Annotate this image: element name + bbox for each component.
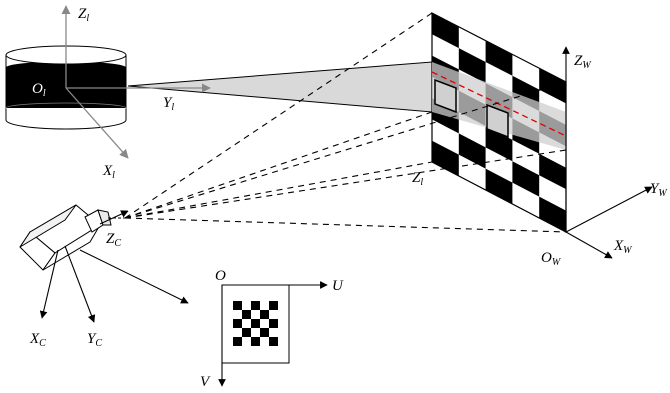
marker-square-1	[434, 78, 457, 114]
image-board-square	[269, 301, 278, 310]
image-board-square	[260, 328, 269, 337]
board-square	[485, 168, 513, 204]
laser-x-label: Xl	[102, 163, 115, 181]
image-checkerboard	[233, 301, 278, 346]
image-u-label: U	[332, 278, 344, 294]
image-board-square	[242, 328, 251, 337]
image-board-square	[251, 337, 260, 346]
beam-projection	[432, 62, 566, 150]
world-origin-label: OW	[541, 250, 562, 268]
laser-stripe	[431, 71, 567, 137]
image-board-square	[251, 301, 260, 310]
camera-x-label: XC	[29, 331, 46, 349]
camera-z-label: ZC	[106, 231, 121, 249]
board-square	[458, 48, 486, 84]
laser-x-axis	[65, 87, 129, 159]
world-z-label: ZW	[574, 53, 592, 71]
image-board-square	[269, 337, 278, 346]
image-v-label: V	[200, 374, 211, 390]
board-square	[485, 40, 513, 76]
world-axes	[562, 46, 653, 259]
camera-y-label: YC	[87, 331, 102, 349]
checkerboard	[431, 12, 567, 233]
marker-square-2	[486, 103, 509, 139]
image-board-square	[233, 319, 242, 328]
image-origin-label: O	[215, 268, 226, 284]
board-laser-z-label: Zl	[412, 170, 423, 188]
camera-rays	[124, 12, 567, 233]
laser-y-label: Yl	[163, 95, 174, 113]
camera-z-axis	[99, 210, 129, 225]
board-square	[539, 196, 566, 232]
board-square	[539, 153, 566, 190]
board-square	[432, 140, 459, 176]
world-x-axis	[565, 231, 613, 259]
board-square	[539, 68, 566, 104]
image-board-square	[260, 310, 269, 319]
world-y-label: YW	[650, 181, 668, 199]
board-square	[485, 125, 513, 162]
laser-axes	[61, 5, 129, 159]
board-square	[458, 133, 486, 169]
image-board-square	[233, 337, 242, 346]
world-y-axis	[565, 186, 653, 233]
camera-x-axis	[39, 249, 59, 319]
camera-y-axis	[64, 245, 96, 323]
image-board-square	[242, 310, 251, 319]
projection-arrow	[79, 249, 189, 304]
image-plane	[218, 281, 328, 387]
camera	[19, 204, 125, 271]
world-x-label: XW	[613, 238, 633, 256]
camera-axes	[39, 210, 129, 323]
board-square	[432, 13, 459, 49]
image-board-square	[251, 319, 260, 328]
image-board-square	[233, 301, 242, 310]
laser-origin-label: Ol	[32, 81, 46, 99]
laser-z-label: Zl	[78, 6, 89, 24]
image-board-square	[269, 319, 278, 328]
board-square	[512, 161, 540, 197]
